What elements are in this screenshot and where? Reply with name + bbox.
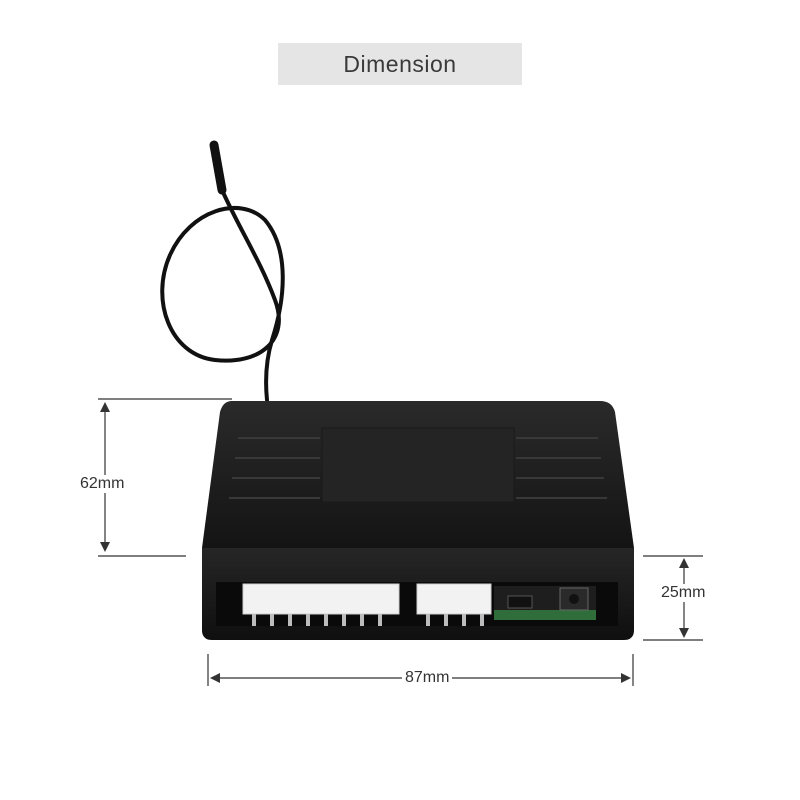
page-title: Dimension (343, 50, 457, 77)
wire-connector-large (242, 583, 400, 626)
width-dimension-label: 87mm (402, 669, 453, 687)
height-dimension-label: 62mm (77, 475, 128, 493)
title-banner: Dimension (278, 43, 522, 85)
depth-dimension-label: 25mm (658, 584, 709, 602)
antenna-wire (160, 140, 285, 402)
wire-connector-small (416, 583, 492, 626)
receiver-box (202, 401, 634, 640)
